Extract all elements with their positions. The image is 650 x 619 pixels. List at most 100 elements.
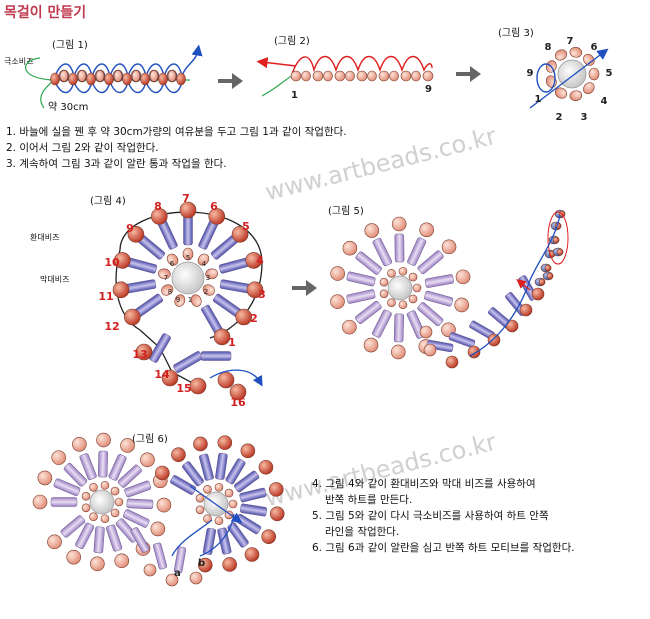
inner-seed-bead (214, 516, 224, 526)
fig4-outer-number: 12 (104, 320, 119, 333)
large-bead (135, 343, 153, 361)
large-bead (391, 216, 407, 232)
fig4-outer-number: 10 (104, 256, 120, 269)
tube-bead (407, 237, 427, 266)
inner-seed-bead (100, 480, 110, 490)
figure-2-label: (그림 2) (274, 36, 310, 47)
seed-bead (104, 72, 114, 86)
tube-bead (393, 313, 404, 343)
large-bead (531, 287, 545, 301)
seed-bead (345, 70, 355, 82)
tube-bead (50, 497, 78, 507)
seed-bead-label: 극소비즈 (4, 57, 34, 66)
large-bead (222, 557, 237, 572)
large-bead (217, 371, 235, 389)
figure-4-label: (그림 4) (90, 196, 126, 207)
large-bead (455, 269, 471, 285)
seed-bead (77, 70, 87, 82)
seed-bead (546, 272, 554, 280)
tube-bead (173, 546, 187, 574)
fig3-number: 5 (606, 68, 613, 79)
large-bead (229, 383, 247, 401)
tube-bead (225, 458, 246, 485)
tube-bead (218, 257, 250, 274)
large-bead (51, 450, 67, 465)
seed-bead (149, 70, 159, 82)
large-bead (189, 571, 203, 585)
large-bead (268, 482, 284, 497)
tube-bead (355, 251, 382, 275)
tube-bead (183, 214, 193, 246)
tube-bead (173, 351, 203, 373)
seed-bead (411, 70, 421, 82)
fig3-number: 1 (535, 94, 542, 105)
large-bead (441, 239, 457, 255)
large-bead (246, 281, 264, 299)
fig4-outer-number: 4 (256, 254, 264, 267)
large-bead (235, 308, 253, 326)
fig4-outer-number: 8 (154, 200, 162, 213)
fig3-number: 6 (591, 42, 598, 53)
fig4-inner-number: 6 (170, 260, 175, 268)
tube-bead (355, 300, 382, 325)
inner-seed-bead (89, 512, 98, 522)
inner-seed-bead (81, 491, 91, 501)
seed-bead (545, 75, 557, 88)
tube-bead (202, 527, 217, 555)
tube-bead (424, 274, 454, 288)
step-3: 3. 계속하여 그림 3과 같이 알란 통과 작업을 한다. (6, 158, 227, 170)
figure-3-label: (그림 3) (498, 28, 534, 39)
inner-seed-bead (89, 482, 98, 492)
fig4-outer-number: 2 (250, 312, 258, 325)
inner-seed-bead (412, 283, 422, 293)
large-bead (127, 225, 145, 243)
inner-seed-bead (379, 289, 389, 299)
inner-seed-bead (379, 277, 389, 287)
fig4-outer-number: 7 (182, 192, 190, 205)
large-bead (519, 303, 533, 317)
tube-bead (117, 464, 142, 488)
tube-bead (417, 302, 444, 327)
large-bead (419, 222, 434, 238)
tube-bead (239, 487, 267, 503)
large-bead (150, 521, 166, 537)
large-bead (165, 573, 179, 587)
large-bead (258, 459, 274, 475)
large-bead (240, 443, 256, 459)
large-bead (269, 506, 285, 522)
seed-bead (167, 70, 177, 82)
fig6-label-a: a (174, 568, 181, 579)
arrow-right-icon (218, 73, 243, 89)
inner-seed-bead (387, 298, 396, 308)
large-bead (120, 438, 135, 453)
fig4-inner-number: 3 (206, 274, 210, 282)
seed-bead (131, 70, 141, 82)
seed-bead (290, 70, 302, 82)
seed-bead (569, 47, 583, 58)
tube-bead (152, 542, 168, 570)
seed-bead (158, 268, 171, 280)
fig4-outer-number: 5 (242, 220, 250, 233)
fig4-inner-number: 1 (188, 296, 192, 304)
fig4-inner-number: 4 (202, 260, 207, 268)
large-bead (363, 337, 379, 353)
tube-bead (149, 333, 171, 363)
tube-bead (199, 453, 214, 481)
inner-seed-bead (203, 484, 212, 494)
large-bead (213, 328, 231, 346)
step-5-cont: 라인을 작업한다. (325, 526, 400, 538)
tube-bead (170, 475, 197, 495)
tube-bead (426, 339, 454, 353)
fig4-outer-number: 3 (258, 288, 266, 301)
large-bead (189, 377, 207, 395)
fig4-outer-number: 15 (176, 382, 191, 395)
tube-bead (60, 515, 86, 538)
fig2-end-number: 9 (425, 84, 432, 95)
tube-bead (394, 233, 405, 263)
seed-bead (569, 90, 583, 101)
seed-bead (86, 72, 96, 86)
seed-bead (538, 278, 546, 286)
